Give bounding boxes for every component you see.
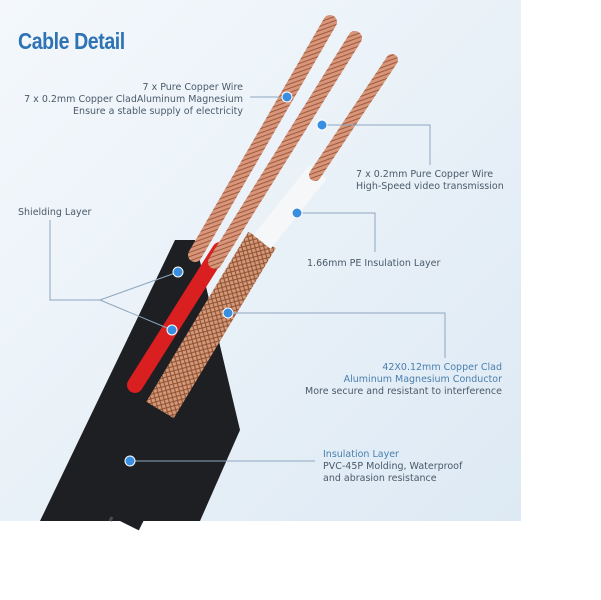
dot-shield-1 — [172, 266, 184, 278]
label-conductor: 42X0.12mm Copper Clad Aluminum Magnesium… — [305, 362, 502, 398]
label-copper-video: 7 x 0.2mm Pure Copper Wire High-Speed vi… — [356, 169, 504, 193]
label-line: Ensure a stable supply of electricity — [73, 106, 243, 117]
dot-copper-video — [316, 119, 328, 131]
label-line: High-Speed video transmission — [356, 181, 504, 192]
dot-conductor — [222, 307, 234, 319]
label-line: and abrasion resistance — [323, 473, 437, 484]
dot-shield-2 — [166, 324, 178, 336]
dot-pe — [291, 207, 303, 219]
label-line: PVC-45P Molding, Waterproof — [323, 461, 463, 472]
label-line: Aluminum Magnesium Conductor — [343, 374, 502, 385]
page-title: Cable Detail — [18, 28, 125, 54]
coax-jacket — [101, 400, 194, 531]
red-wire — [127, 242, 228, 393]
copper-wire-1 — [188, 15, 337, 262]
dot-insulation — [124, 455, 136, 467]
callout-dots — [124, 91, 328, 467]
label-line: 7 x 0.2mm Copper CladAluminum Magnesium — [24, 94, 243, 105]
copper-wire-3 — [309, 54, 398, 181]
label-line: Insulation Layer — [323, 449, 399, 460]
label-shielding: Shielding Layer — [18, 207, 92, 218]
braid-conductor — [146, 231, 276, 419]
label-line: More secure and resistant to interferenc… — [305, 386, 502, 397]
label-line: 42X0.12mm Copper Clad — [382, 362, 502, 373]
label-copper-power: 7 x Pure Copper Wire 7 x 0.2mm Copper Cl… — [24, 82, 243, 118]
leader-lines — [49, 96, 446, 462]
label-line: 7 x Pure Copper Wire — [142, 82, 244, 93]
label-pe-insulation: 1.66mm PE Insulation Layer — [307, 258, 441, 269]
pe-insulation — [253, 165, 327, 249]
copper-wire-2 — [208, 31, 362, 269]
dot-copper-power — [281, 91, 293, 103]
label-line: 7 x 0.2mm Pure Copper Wire — [356, 169, 494, 180]
label-insulation: Insulation Layer PVC-45P Molding, Waterp… — [323, 449, 462, 485]
